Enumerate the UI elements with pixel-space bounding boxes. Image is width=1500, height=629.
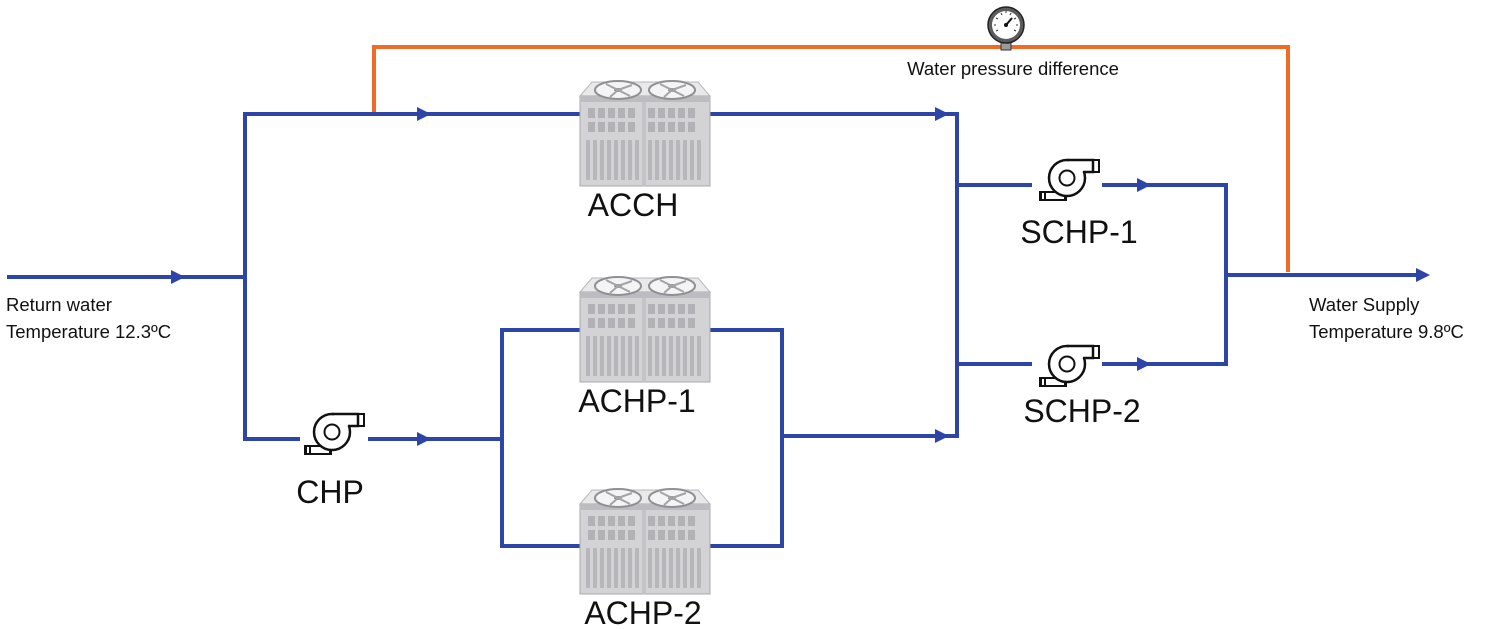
inlet-label-line1: Return water — [6, 294, 112, 315]
pressure-difference-label: Water pressure difference — [907, 58, 1119, 79]
pressure-gauge-icon — [987, 6, 1025, 51]
achp1-chiller-icon — [579, 276, 711, 383]
achp1-label: ACHP-1 — [578, 383, 695, 419]
pipe-network — [7, 112, 1420, 548]
flow-arrow-schp2-outlet — [1137, 357, 1151, 371]
schp2-label: SCHP-2 — [1023, 393, 1140, 429]
flow-arrow-chp-outlet — [417, 432, 431, 446]
acch-label: ACCH — [588, 187, 679, 223]
inlet-label-line2: Temperature 12.3ºC — [6, 321, 171, 342]
acch-chiller-icon — [579, 80, 711, 187]
pressure-difference-line — [372, 45, 1290, 272]
achp2-label: ACHP-2 — [584, 595, 701, 629]
flow-arrow-schp1-outlet — [1137, 178, 1151, 192]
chp-label: CHP — [296, 474, 364, 510]
achp2-chiller-icon — [579, 488, 711, 595]
flow-arrow-inlet — [171, 270, 185, 284]
flow-arrow-outlet — [1416, 268, 1430, 282]
flow-arrow-achp-outlet — [935, 429, 949, 443]
outlet-label-line2: Temperature 9.8ºC — [1309, 321, 1464, 342]
chp-pump-icon — [303, 412, 366, 457]
schp2-pump-icon — [1038, 344, 1101, 389]
flow-arrow-acch-outlet — [935, 107, 949, 121]
schp1-label: SCHP-1 — [1020, 214, 1137, 250]
schp1-pump-icon — [1038, 158, 1101, 203]
flow-arrow-acch-inlet — [417, 107, 431, 121]
outlet-label-line1: Water Supply — [1309, 294, 1420, 315]
